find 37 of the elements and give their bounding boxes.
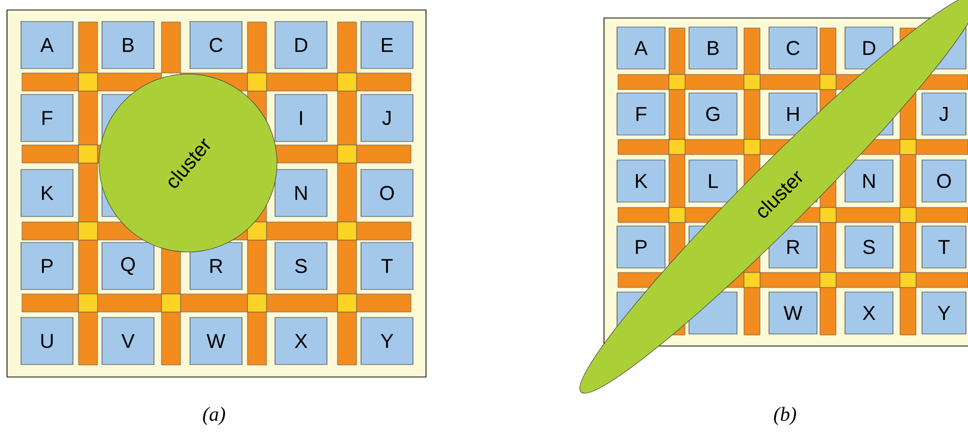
letter-box: A <box>616 26 666 70</box>
letter-box: S <box>844 226 894 268</box>
letter-box: J <box>922 92 966 136</box>
letter-box: F <box>616 92 666 136</box>
letter-box: Y <box>360 317 414 365</box>
letter-box: W <box>190 317 242 365</box>
letter-box: L <box>688 160 738 202</box>
letter-box: I <box>274 94 328 142</box>
letter-box: T <box>922 226 966 268</box>
letter-box: N <box>844 160 894 202</box>
letter-box: Y <box>922 292 966 334</box>
letter-box: O <box>922 160 966 202</box>
letter-box: E <box>360 21 414 69</box>
letter-box: C <box>768 26 818 70</box>
letter-box: T <box>360 242 414 290</box>
letter-box: Q <box>102 242 154 290</box>
letter-box: W <box>768 292 818 334</box>
letter-box: N <box>274 169 328 217</box>
letter-box: K <box>616 160 666 202</box>
letter-box: A <box>20 21 74 69</box>
letter-box: D <box>274 21 328 69</box>
letter-box: V <box>102 317 154 365</box>
letter-box: U <box>20 317 74 365</box>
letter-box: S <box>274 242 328 290</box>
letter-box: K <box>20 169 74 217</box>
letter-box: B <box>688 26 738 70</box>
letter-box: P <box>616 226 666 268</box>
letter-box: X <box>274 317 328 365</box>
letter-box: C <box>190 21 242 69</box>
letter-box: X <box>844 292 894 334</box>
letter-box: P <box>20 242 74 290</box>
letter-box: O <box>360 169 414 217</box>
letter-box: G <box>688 92 738 136</box>
letter-box: J <box>360 94 414 142</box>
letter-box: F <box>20 94 74 142</box>
panel-caption: (a) <box>203 406 226 426</box>
letter-box: B <box>102 21 154 69</box>
